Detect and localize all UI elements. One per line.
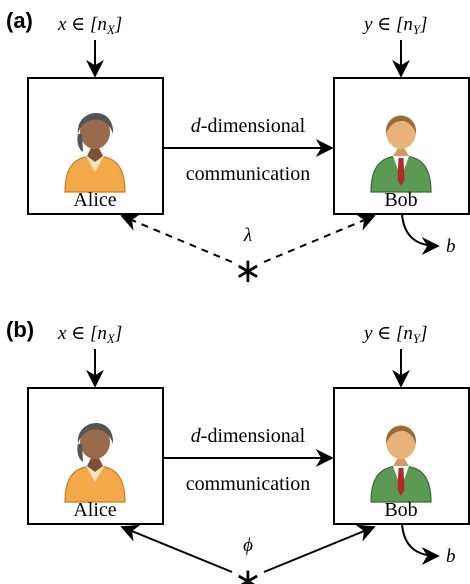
alice-name: Alice <box>73 189 116 211</box>
channel-label-line1: d-dimensional <box>191 115 306 137</box>
output-symbol: b <box>446 546 456 567</box>
bob-input-label: y ∈ [nY] <box>362 323 428 346</box>
channel-label-line1: d-dimensional <box>191 425 306 447</box>
panel-b: (b) x ∈ [nX] y ∈ [nY] Alice Bob d-dimens… <box>6 317 470 584</box>
resource-arrow-bob <box>263 524 376 573</box>
panel-a: (a) x ∈ [nX] y ∈ [nY] Alice Bob d-dimens… <box>6 8 470 291</box>
channel-label-line2: communication <box>186 473 310 495</box>
bob-name: Bob <box>384 499 417 521</box>
channel-label-line2: communication <box>186 163 310 185</box>
output-arrow <box>401 213 440 255</box>
panel-b-label: (b) <box>6 317 34 342</box>
resource-arrow-alice <box>120 213 233 263</box>
panel-a-label: (a) <box>6 8 33 33</box>
alice-input-label: x ∈ [nX] <box>57 323 122 346</box>
bob-name: Bob <box>384 189 417 211</box>
resource-arrow-alice <box>120 524 233 573</box>
resource-symbol: λ <box>243 225 252 246</box>
bob-input-label: y ∈ [nY] <box>362 14 428 37</box>
resource-arrow-bob <box>263 213 376 263</box>
output-symbol: b <box>446 236 456 257</box>
resource-symbol: ϕ <box>243 535 253 556</box>
alice-name: Alice <box>73 499 116 521</box>
output-arrow <box>401 523 440 565</box>
alice-input-label: x ∈ [nX] <box>57 14 122 37</box>
source-symbol: ∗ <box>234 251 263 291</box>
source-symbol: ∗ <box>234 561 263 584</box>
